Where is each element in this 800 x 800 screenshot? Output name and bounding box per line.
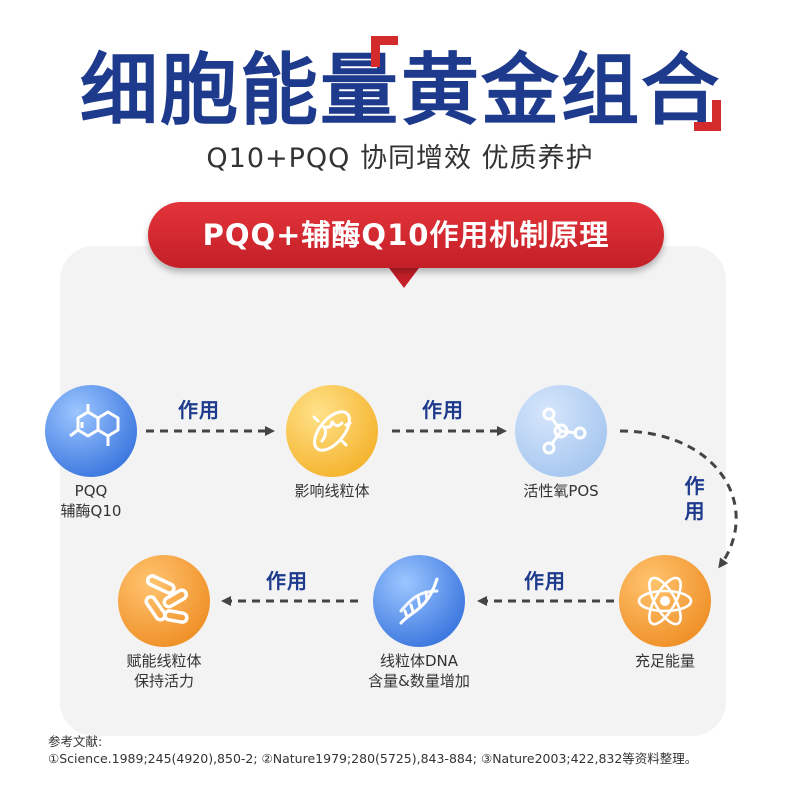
node-dna-label-line-2: 含量&数量增加: [368, 672, 470, 690]
node-ros-label: 活性氧POS: [523, 482, 599, 500]
node-pqq-q10-label-line-2: 辅酶Q10: [60, 502, 122, 520]
left-corner-bracket-icon: [371, 36, 398, 67]
node-pqq-q10: [45, 385, 137, 477]
banner-pointer: [386, 264, 422, 288]
node-ros: [515, 385, 607, 477]
node-dna-label-line-1: 线粒体DNA: [379, 652, 459, 670]
node-dna-label: 线粒体DNA 含量&数量增加: [334, 651, 504, 691]
molecule-network-icon: [542, 407, 587, 455]
references: 参考文献: ①Science.1989;245(4920),850-2; ②Na…: [48, 733, 768, 767]
references-text: ①Science.1989;245(4920),850-2; ②Nature19…: [48, 751, 698, 766]
title-main: 细胞能量: [80, 46, 401, 136]
edge-label-5: 作用: [266, 569, 308, 593]
node-pqq-q10-label: PQQ 辅酶Q10: [6, 481, 176, 521]
edge-label-3-vertical: 作 用: [682, 474, 708, 524]
node-mitochondria: [286, 385, 378, 477]
bacteria-icon: [144, 574, 189, 624]
node-vitality-label-line-2: 保持活力: [133, 672, 194, 690]
node-vitality-label-line-1: 赋能线粒体: [126, 652, 202, 670]
title-highlight: 黄金组合: [401, 46, 722, 136]
node-energy: [619, 555, 711, 647]
edge-label-3-char-1: 作: [684, 474, 706, 498]
mitochondria-icon: [312, 410, 352, 452]
atom-icon: [637, 576, 693, 626]
dna-helix-icon: [399, 577, 439, 625]
edge-label-3-char-2: 用: [684, 499, 706, 523]
edge-label-4: 作用: [524, 569, 566, 593]
page-title: 细胞能量 黄金组合: [0, 28, 800, 136]
node-pqq-q10-label-line-1: PQQ: [74, 482, 108, 500]
mechanism-banner: PQQ+辅酶Q10作用机制原理: [148, 202, 664, 268]
references-heading: 参考文献:: [48, 734, 103, 749]
molecule-hexagon-icon: [69, 404, 120, 446]
mechanism-panel: [60, 246, 726, 736]
arrow-3-to-4: [619, 429, 738, 569]
edge-label-1: 作用: [178, 398, 220, 422]
right-corner-bracket-icon: [694, 100, 721, 131]
node-vitality-label: 赋能线粒体 保持活力: [79, 651, 249, 691]
edge-label-2: 作用: [422, 398, 464, 422]
node-vitality: [118, 555, 210, 647]
node-mitochondria-label: 影响线粒体: [294, 482, 370, 500]
subtitle: Q10+PQQ 协同增效 优质养护: [206, 143, 594, 174]
node-dna: [373, 555, 465, 647]
node-energy-label: 充足能量: [634, 652, 695, 670]
